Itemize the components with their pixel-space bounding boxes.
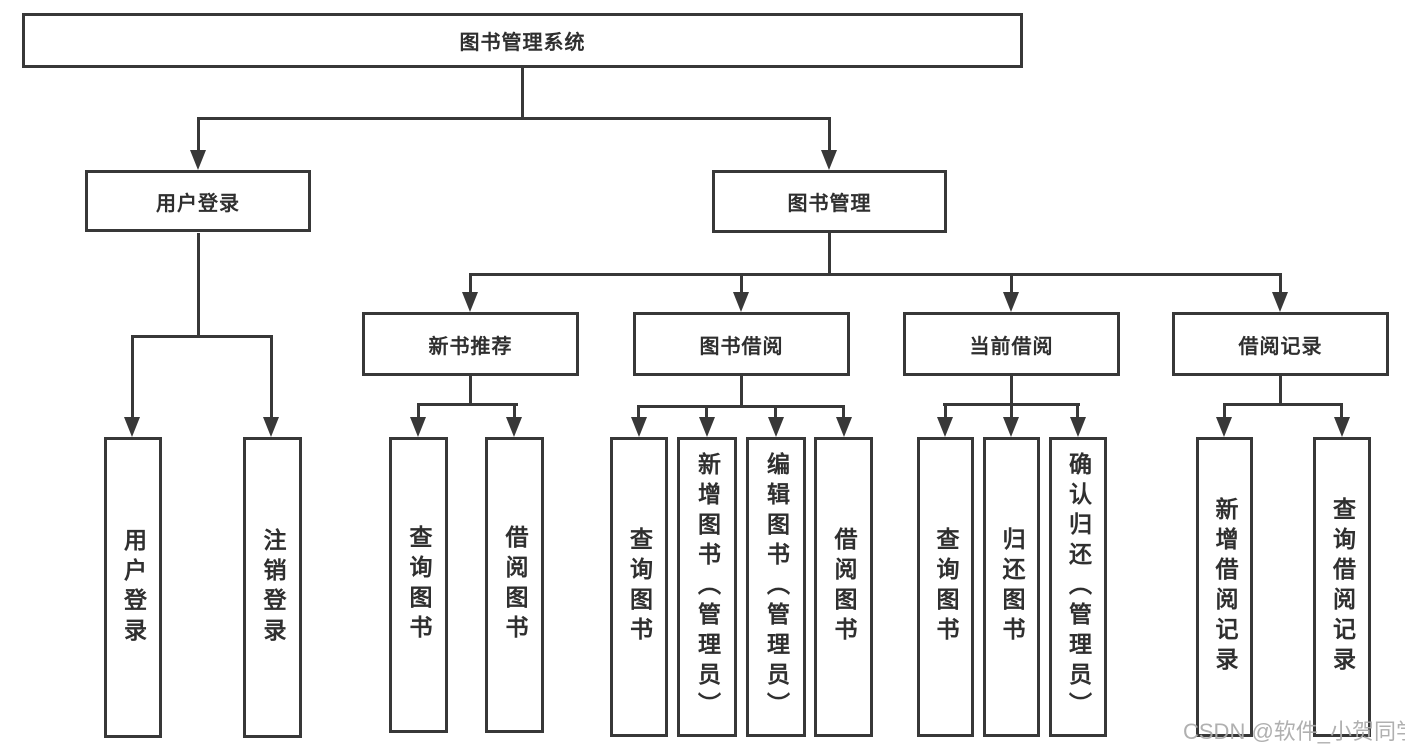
- arrowhead-record-1: [1216, 417, 1232, 437]
- connector-drop-newbook-1: [417, 403, 420, 420]
- arrowhead-borrow-4: [836, 417, 852, 437]
- arrowhead-current-3: [1070, 417, 1086, 437]
- connector-drop-borrow-3: [774, 405, 777, 420]
- node-user-login-label: 用户登录: [156, 192, 240, 215]
- node-leaf-newbook-query: 查询图书: [389, 437, 448, 733]
- node-leaf-user-login: 用户登录: [104, 437, 162, 738]
- node-user-login: 用户登录: [85, 170, 311, 232]
- connector-drop-borrow: [740, 273, 743, 295]
- node-current-borrow: 当前借阅: [903, 312, 1120, 376]
- node-leaf-current-return: 归还图书: [983, 437, 1040, 737]
- connector-drop-login-1: [131, 335, 134, 419]
- connector-mgmt-stem: [828, 233, 831, 275]
- node-leaf-current-confirm-label: 确认归还（管理员）: [1065, 452, 1092, 722]
- arrowhead-current-1: [937, 417, 953, 437]
- node-new-book-rec: 新书推荐: [362, 312, 579, 376]
- arrowhead-borrow-3: [768, 417, 784, 437]
- arrowhead-login-2: [263, 417, 279, 437]
- node-book-mgmt: 图书管理: [712, 170, 947, 233]
- arrowhead-record: [1272, 292, 1288, 312]
- connector-drop-current-1: [944, 403, 947, 420]
- node-leaf-current-query: 查询图书: [917, 437, 974, 737]
- node-leaf-newbook-borrow-label: 借阅图书: [502, 525, 528, 645]
- connector-borrow-stem: [740, 376, 743, 407]
- node-leaf-current-query-label: 查询图书: [933, 527, 959, 647]
- node-leaf-newbook-borrow: 借阅图书: [485, 437, 544, 733]
- node-leaf-borrow-edit: 编辑图书（管理员）: [746, 437, 806, 737]
- node-current-borrow-label: 当前借阅: [969, 335, 1054, 358]
- connector-root-stem: [521, 68, 524, 118]
- arrowhead-record-2: [1334, 417, 1350, 437]
- node-leaf-borrow-query: 查询图书: [610, 437, 668, 737]
- arrowhead-newbook: [462, 292, 478, 312]
- node-leaf-borrow-book: 借阅图书: [814, 437, 873, 737]
- arrowhead-login-1: [124, 417, 140, 437]
- node-root: 图书管理系统: [22, 13, 1023, 68]
- connector-drop-current-3: [1076, 403, 1079, 420]
- connector-drop-borrow-4: [842, 405, 845, 420]
- connector-level3-hbar: [469, 273, 1282, 276]
- node-leaf-current-return-label: 归还图书: [999, 527, 1025, 647]
- node-leaf-borrow-add: 新增图书（管理员）: [677, 437, 737, 737]
- node-leaf-record-add: 新增借阅记录: [1196, 437, 1253, 737]
- node-leaf-borrow-query-label: 查询图书: [626, 527, 653, 647]
- node-borrow-record-label: 借阅记录: [1238, 335, 1323, 358]
- arrowhead-newbook-1: [410, 417, 426, 437]
- connector-drop-login-2: [270, 335, 273, 419]
- node-leaf-logout-label: 注销登录: [260, 527, 286, 648]
- connector-level2-hbar: [197, 117, 831, 120]
- connector-drop-newbook-2: [513, 403, 516, 420]
- connector-login-stem: [197, 233, 200, 337]
- node-leaf-current-confirm: 确认归还（管理员）: [1049, 437, 1107, 737]
- connector-newbook-stem: [469, 376, 472, 405]
- node-book-borrow: 图书借阅: [633, 312, 850, 376]
- node-leaf-record-add-label: 新增借阅记录: [1212, 497, 1238, 677]
- csdn-watermark: CSDN @软件_小贺同学: [1183, 719, 1405, 744]
- node-book-borrow-label: 图书借阅: [699, 335, 784, 358]
- connector-login-hbar: [131, 335, 273, 338]
- arrowhead-borrow-1: [631, 417, 647, 437]
- node-borrow-record: 借阅记录: [1172, 312, 1389, 376]
- arrowhead-borrow-2: [699, 417, 715, 437]
- node-leaf-record-query-label: 查询借阅记录: [1329, 497, 1356, 677]
- arrowhead-borrow: [733, 292, 749, 312]
- node-leaf-newbook-query-label: 查询图书: [406, 525, 432, 645]
- arrowhead-current: [1003, 292, 1019, 312]
- connector-record-stem: [1279, 376, 1282, 405]
- connector-drop-book-mgmt: [828, 117, 831, 153]
- node-leaf-user-login-label: 用户登录: [120, 527, 147, 648]
- arrowhead-user-login: [190, 150, 206, 170]
- node-leaf-borrow-add-label: 新增图书（管理员）: [694, 452, 721, 722]
- arrowhead-newbook-2: [506, 417, 522, 437]
- node-leaf-logout: 注销登录: [243, 437, 302, 738]
- connector-newbook-hbar: [417, 403, 518, 406]
- connector-record-hbar: [1223, 403, 1342, 406]
- node-new-book-rec-label: 新书推荐: [428, 335, 513, 358]
- node-book-mgmt-label: 图书管理: [787, 193, 872, 215]
- connector-drop-current-2: [1010, 403, 1013, 420]
- node-root-label: 图书管理系统: [459, 32, 586, 54]
- connector-drop-record: [1279, 273, 1282, 295]
- node-leaf-record-query: 查询借阅记录: [1313, 437, 1371, 737]
- node-leaf-borrow-edit-label: 编辑图书（管理员）: [763, 452, 790, 722]
- connector-drop-current: [1010, 273, 1013, 295]
- connector-drop-newbook: [469, 273, 472, 295]
- arrowhead-current-2: [1003, 417, 1019, 437]
- connector-drop-borrow-1: [637, 405, 640, 420]
- connector-drop-borrow-2: [705, 405, 708, 420]
- connector-drop-record-2: [1340, 403, 1343, 420]
- connector-current-stem: [1010, 376, 1013, 405]
- node-leaf-borrow-book-label: 借阅图书: [831, 527, 857, 647]
- connector-drop-record-1: [1223, 403, 1226, 420]
- connector-drop-user-login: [197, 117, 200, 153]
- connector-borrow-hbar: [638, 405, 845, 408]
- arrowhead-book-mgmt: [821, 150, 837, 170]
